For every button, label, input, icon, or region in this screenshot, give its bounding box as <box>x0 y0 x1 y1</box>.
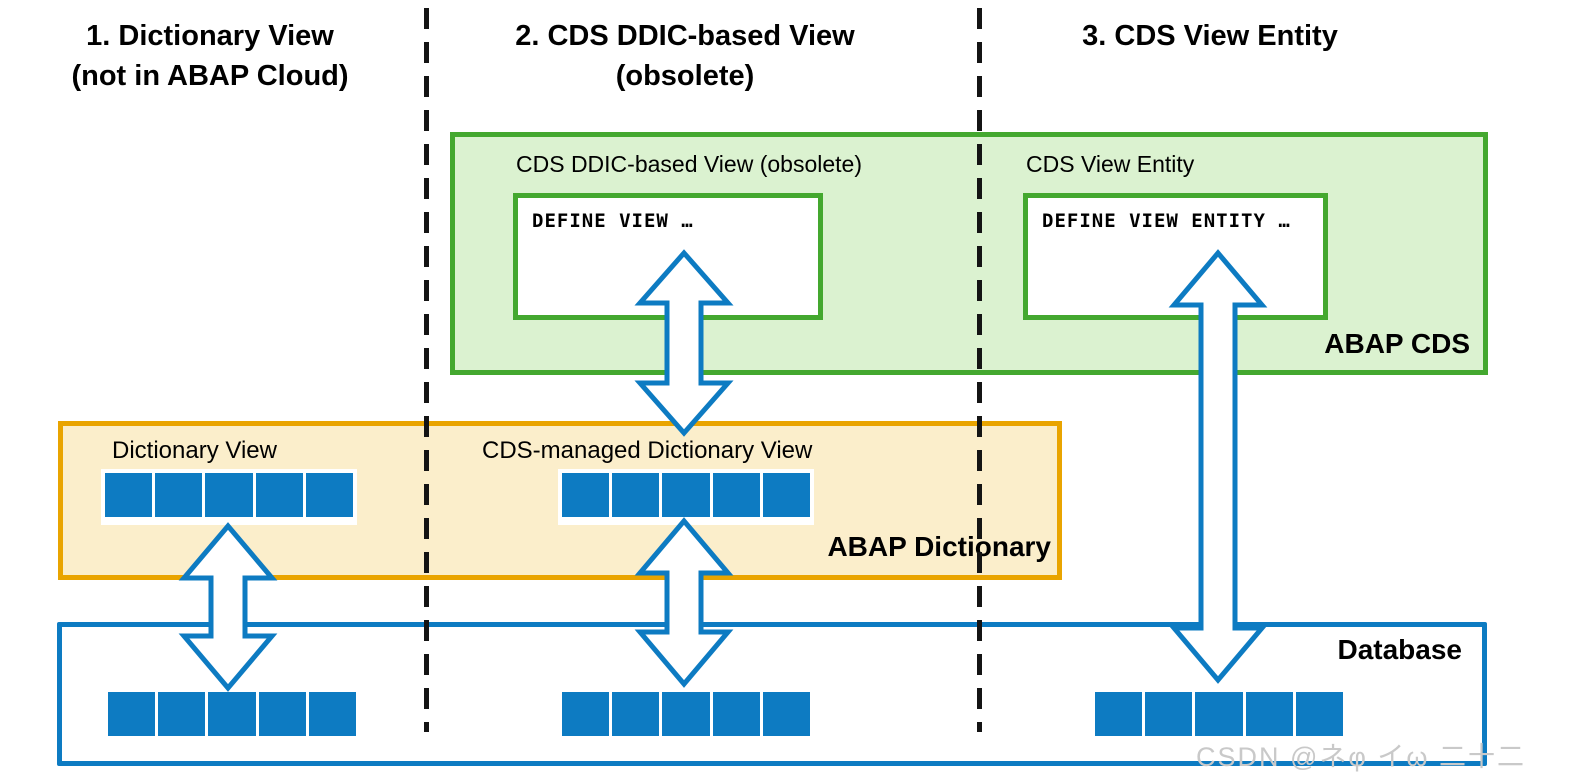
table-cell <box>712 473 760 517</box>
column-header-line1: 2. CDS DDIC-based View <box>515 20 855 52</box>
cds-view-entity-label: CDS View Entity <box>1026 151 1195 177</box>
define-view-code-box: DEFINE VIEW … <box>513 193 823 320</box>
table-cell <box>105 473 153 517</box>
table-cell <box>712 692 760 736</box>
column-separator-dashed-line-2 <box>977 8 982 732</box>
table-cell <box>762 473 811 517</box>
watermark-text: CSDN @ネφ イω 二十二 <box>1196 742 1527 772</box>
abap-dictionary-region-title: ABAP Dictionary <box>827 531 1051 562</box>
dictionary-view-label: Dictionary View <box>112 437 277 464</box>
table-cell <box>155 473 203 517</box>
column-header-dictionary-view: 1. Dictionary View (not in ABAP Cloud) <box>10 16 410 96</box>
table-cell <box>205 473 253 517</box>
table-cell <box>305 473 354 517</box>
table-cell <box>612 473 660 517</box>
column-header-line1: 1. Dictionary View <box>86 20 334 52</box>
table-cell <box>108 692 156 736</box>
column-header-cds-ddic-view: 2. CDS DDIC-based View (obsolete) <box>450 16 920 96</box>
dictionary-view-table-bar <box>101 469 357 525</box>
table-cell <box>612 692 660 736</box>
table-cell <box>258 692 306 736</box>
abap-cds-region-title: ABAP CDS <box>1324 328 1470 359</box>
table-cell <box>308 692 357 736</box>
define-view-code-text: DEFINE VIEW … <box>532 210 694 232</box>
database-region-title: Database <box>1337 634 1462 665</box>
column-separator-dashed-line-1 <box>424 8 429 732</box>
table-cell <box>662 692 710 736</box>
table-cell <box>562 692 610 736</box>
table-cell <box>1245 692 1293 736</box>
cds-ddic-based-view-label: CDS DDIC-based View (obsolete) <box>516 151 862 177</box>
table-cell <box>1195 692 1243 736</box>
table-cell <box>762 692 811 736</box>
cds-managed-view-table-bar <box>558 469 814 525</box>
table-cell <box>662 473 710 517</box>
column-header-cds-view-entity: 3. CDS View Entity <box>990 16 1430 56</box>
table-cell <box>158 692 206 736</box>
table-cell <box>1095 692 1143 736</box>
table-cell <box>1145 692 1193 736</box>
column-header-line2: (obsolete) <box>615 60 755 92</box>
table-cell <box>255 473 303 517</box>
table-cell <box>1295 692 1344 736</box>
define-view-entity-code-text: DEFINE VIEW ENTITY … <box>1042 210 1291 232</box>
define-view-entity-code-box: DEFINE VIEW ENTITY … <box>1023 193 1328 320</box>
table-cell <box>562 473 610 517</box>
table-cell <box>208 692 256 736</box>
column-header-line2: (not in ABAP Cloud) <box>71 60 349 92</box>
column-header-line1: 3. CDS View Entity <box>1082 20 1338 52</box>
database-table-bar-2 <box>558 688 814 744</box>
database-table-bar-3 <box>1091 688 1347 744</box>
database-table-bar-1 <box>104 688 360 744</box>
cds-managed-dictionary-view-label: CDS-managed Dictionary View <box>482 437 813 464</box>
